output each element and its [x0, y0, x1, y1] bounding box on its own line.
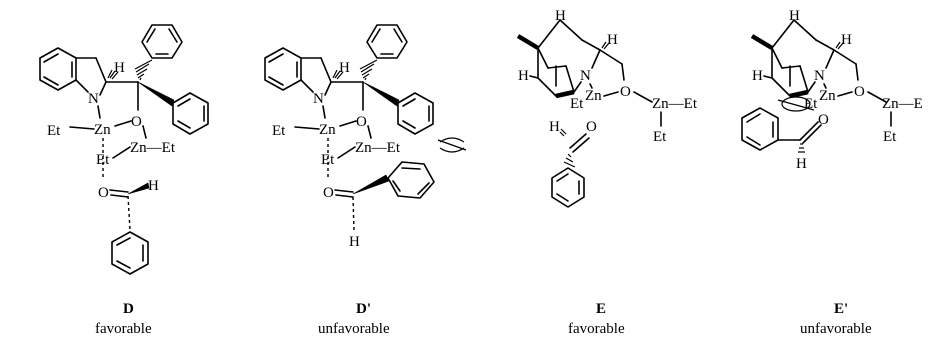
d-ethyl-1: Et	[47, 123, 61, 139]
d-h-c2: H	[114, 60, 125, 76]
d-aldehyde-oxygen: O	[98, 185, 109, 201]
dp-aldehyde-oxygen: O	[323, 185, 334, 201]
d-ethyl-2: Et	[96, 152, 110, 168]
d-aldehyde-h: H	[148, 178, 159, 194]
label-e: E	[596, 301, 606, 317]
d-zinc-1: Zn	[94, 122, 111, 138]
e-h-bridgehead: H	[555, 8, 566, 24]
note-e: favorable	[568, 321, 625, 337]
dp-nitrogen: N	[313, 91, 324, 107]
ep-h-bridgehead: H	[789, 8, 800, 24]
structure-e: H H N H O Zn Et Zn—Et Et H O E favor	[516, 8, 698, 337]
e-nitrogen: N	[580, 68, 591, 84]
d-phenyl-right	[172, 92, 209, 135]
dp-h-c2: H	[339, 60, 350, 76]
d-nitrogen: N	[88, 91, 99, 107]
label-e-prime: E'	[834, 301, 848, 317]
dp-ethyl-2: Et	[321, 152, 335, 168]
dp-phenyl-right	[397, 92, 434, 135]
ep-nitrogen: N	[814, 68, 825, 84]
dp-phenyl-upper	[366, 24, 408, 59]
e-ethyl-2: Et	[653, 129, 667, 145]
note-e-prime: unfavorable	[800, 321, 872, 337]
ep-oxygen: O	[854, 84, 865, 100]
note-d-prime: unfavorable	[318, 321, 390, 337]
d-oxygen: O	[131, 114, 142, 130]
dp-zinc-2-ethyl: Zn—Et	[355, 140, 401, 156]
d-phenyl-upper	[141, 24, 183, 59]
dp-oxygen: O	[356, 114, 367, 130]
dp-zinc-1: Zn	[319, 122, 336, 138]
e-benzaldehyde-phenyl	[551, 167, 585, 208]
e-h-right: H	[607, 32, 618, 48]
e-zinc-2-ethyl: Zn—Et	[652, 96, 698, 112]
e-oxygen: O	[620, 84, 631, 100]
label-d-prime: D'	[356, 301, 371, 317]
dp-aldehyde-h: H	[349, 234, 360, 250]
dp-benzaldehyde-phenyl	[387, 161, 435, 199]
e-ethyl-1: Et	[570, 96, 584, 112]
structure-d: N H O Zn Et Zn—Et	[39, 24, 209, 337]
ep-h-left: H	[752, 68, 763, 84]
ep-aldehyde-oxygen: O	[818, 112, 829, 128]
e-aldehyde-oxygen: O	[586, 119, 597, 135]
e-zinc-1: Zn	[585, 88, 602, 104]
d-zinc-2-ethyl: Zn—Et	[130, 140, 176, 156]
structure-d-prime: N H O Zn Et Zn—Et Et O	[264, 24, 467, 337]
ep-aldehyde-h: H	[796, 156, 807, 172]
ep-zinc-2-ethyl: Zn—E	[882, 96, 923, 112]
ep-steric-clash-mark	[781, 96, 811, 112]
dp-ethyl-1: Et	[272, 123, 286, 139]
ep-zinc-1: Zn	[819, 88, 836, 104]
label-d: D	[123, 301, 134, 317]
e-aldehyde-h: H	[549, 119, 560, 135]
e-h-left: H	[518, 68, 529, 84]
structure-e-prime: H H N H O Zn Et Zn—E Et O H E'	[741, 8, 923, 337]
ep-h-right: H	[841, 32, 852, 48]
d-benzaldehyde-phenyl	[111, 231, 149, 275]
note-d: favorable	[95, 321, 152, 337]
ep-ethyl-2: Et	[883, 129, 897, 145]
